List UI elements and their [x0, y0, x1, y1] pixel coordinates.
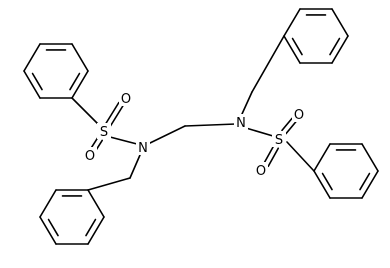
ring-bottom-left-bond-1: [87, 189, 105, 218]
bond-s2-o3-a: [285, 120, 297, 135]
atom-label-S1: S: [100, 125, 108, 140]
ring-bottom-left-inner-bond-2: [85, 218, 97, 237]
ring-top-right-bond-5: [283, 8, 301, 37]
atom-label-S2: S: [275, 133, 283, 148]
ring-bottom-right-inner-bond-4: [321, 172, 333, 191]
ring-top-left-inner-bond-2: [69, 72, 81, 91]
bond-c1-n2: [184, 123, 237, 127]
ring-top-right-inner-bond-4: [291, 37, 303, 56]
bond-s2-o3-b: [281, 117, 293, 132]
ring-top-left-bond-2: [71, 70, 89, 99]
bond-n2-ch2: [241, 91, 253, 115]
ring-top-left-inner-bond-4: [31, 72, 43, 91]
ring-bottom-right-bond-4: [313, 170, 331, 199]
bond-s1-o1-a: [109, 104, 125, 128]
bond-ch2-ring-tr: [251, 35, 285, 93]
atom-layer: S O O N N S O O: [83, 90, 306, 179]
ring-bottom-right-bond-2: [361, 170, 379, 199]
ring-top-left-bond-1: [71, 43, 89, 72]
atom-O2: O: [83, 147, 97, 164]
atom-label-O2: O: [85, 149, 95, 164]
bond-s2-o4-a: [262, 144, 275, 165]
bond-n1-ch2: [129, 154, 141, 179]
ring-top-right-bond-2: [331, 35, 349, 64]
bond-n2-s2: [245, 127, 274, 137]
atom-S1: S: [97, 123, 111, 140]
ring-bottom-right-inner-bond-2: [359, 172, 371, 191]
atom-N1: N: [136, 139, 150, 156]
ring-bottom-left-bond-4: [39, 216, 57, 245]
atom-S2: S: [272, 131, 286, 148]
bond-layer: [23, 8, 379, 245]
atom-label-N2: N: [236, 116, 246, 131]
atom-label-O1: O: [121, 92, 131, 107]
ring-top-right-bond-4: [283, 35, 301, 64]
atom-O3: O: [292, 106, 306, 123]
bond-s2-ring-br: [286, 141, 315, 172]
atom-N2: N: [234, 114, 248, 131]
bond-ring-s1: [71, 97, 99, 125]
bond-s1-o1-b: [104, 101, 120, 125]
bond-ch2-ring-bl: [87, 177, 131, 191]
ring-bottom-right-bond-1: [361, 143, 379, 172]
bond-s1-n1: [109, 136, 138, 145]
bond-s1-o2-a: [90, 136, 99, 150]
atom-label-O4: O: [256, 164, 266, 179]
ring-top-right-bond-1: [331, 8, 349, 37]
bond-s2-o4-b: [267, 147, 280, 168]
atom-label-O3: O: [294, 108, 304, 123]
atom-O1: O: [119, 90, 133, 107]
atom-O4: O: [254, 162, 268, 179]
atom-label-N1: N: [138, 141, 148, 156]
bond-n1-c1: [149, 125, 186, 144]
ring-bottom-left-bond-5: [39, 189, 57, 218]
ring-bottom-left-bond-2: [87, 216, 105, 245]
ring-bottom-right-bond-5: [313, 143, 331, 172]
ring-top-left-bond-5: [23, 43, 41, 72]
ring-top-right-inner-bond-2: [329, 37, 341, 56]
ring-top-left-bond-4: [23, 70, 41, 99]
ring-bottom-left-inner-bond-4: [47, 218, 59, 237]
